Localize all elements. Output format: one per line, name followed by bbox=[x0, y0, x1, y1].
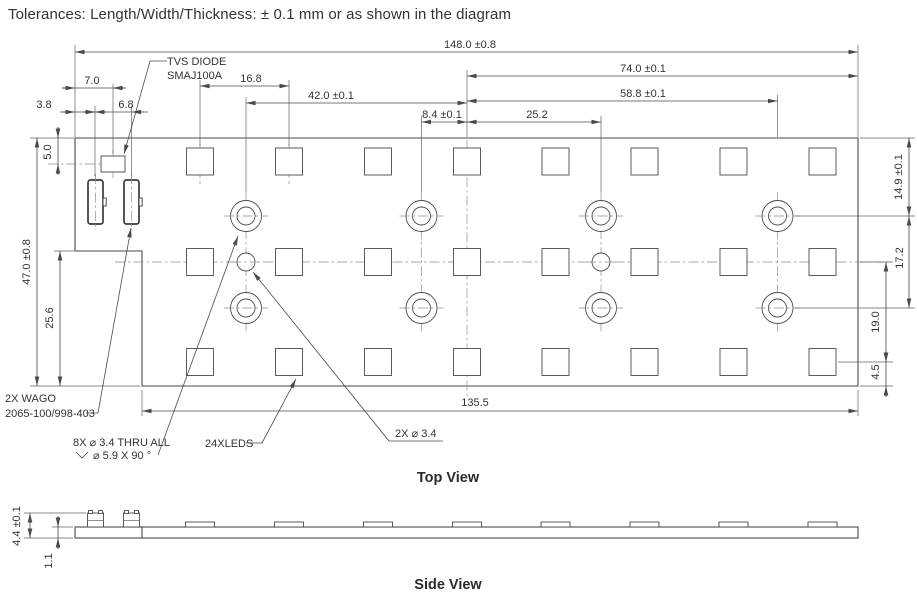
dim-edge-to-tvs: 7.0 bbox=[84, 75, 99, 87]
dim-center-to-hole3: 25.2 bbox=[526, 109, 547, 121]
top-view-drawing: 148.0 ±0.8 74.0 ±0.1 58.8 ±0.1 16.8 42.0… bbox=[5, 39, 915, 486]
wago-side-2 bbox=[123, 510, 140, 528]
dim-top-to-tvs: 5.0 bbox=[42, 144, 54, 159]
dim-bottom-edge: 135.5 bbox=[461, 397, 489, 409]
dim-pcb-thickness: 1.1 bbox=[43, 553, 55, 568]
dim-center-to-led-row: 19.0 bbox=[870, 311, 882, 332]
led-bumps-side bbox=[185, 521, 838, 528]
holes-callout-line2: ⌀ 5.9 X 90 ° bbox=[93, 450, 151, 462]
dim-board-height: 47.0 ±0.8 bbox=[21, 239, 33, 285]
pcb-side-profile bbox=[74, 526, 859, 539]
side-view-dimensions bbox=[24, 512, 86, 549]
tvs-callout-line2: SMAJ100A bbox=[167, 70, 223, 82]
wago-callout-line2: 2065-100/998-403 bbox=[5, 408, 95, 420]
dim-top-to-hole-row: 14.9 ±0.1 bbox=[893, 154, 905, 200]
dim-led-pitch: 16.8 bbox=[240, 73, 261, 85]
tolerance-note: Tolerances: Length/Width/Thickness: ± 0.… bbox=[8, 6, 512, 23]
leds-callout: 24XLEDS bbox=[205, 438, 253, 450]
wago-connector-2 bbox=[123, 173, 144, 231]
dimension-lines bbox=[34, 49, 912, 414]
small-holes-callout: 2X ⌀ 3.4 bbox=[395, 428, 436, 440]
tvs-callout-line1: TVS DIODE bbox=[167, 56, 226, 68]
side-view-caption: Side View bbox=[414, 577, 482, 593]
holes-callout-line1: 8X ⌀ 3.4 THRU ALL bbox=[73, 437, 170, 449]
wago-connector-1 bbox=[87, 173, 108, 231]
dim-edge-to-wago1: 3.8 bbox=[36, 99, 51, 111]
dim-center-to-right: 74.0 ±0.1 bbox=[620, 63, 666, 75]
countersink-symbol-icon bbox=[75, 451, 89, 459]
dim-notch-height: 25.6 bbox=[44, 307, 56, 328]
dim-hole2-to-center: 8.4 ±0.1 bbox=[422, 109, 462, 121]
wago-callout-line1: 2X WAGO bbox=[5, 393, 56, 405]
tvs-diode bbox=[100, 155, 126, 173]
dim-hole-rows: 17.2 bbox=[894, 247, 906, 268]
leader-lines bbox=[86, 60, 443, 456]
dim-center-to-hole4: 58.8 ±0.1 bbox=[620, 88, 666, 100]
dim-led-to-bottom: 4.5 bbox=[870, 364, 882, 379]
top-view-caption: Top View bbox=[417, 470, 480, 486]
dim-overall-thickness: 4.4 ±0.1 bbox=[11, 506, 23, 546]
pcb-outline bbox=[74, 137, 859, 387]
side-view-drawing: 4.4 ±0.1 1.1 Side View bbox=[11, 506, 859, 593]
extension-lines bbox=[30, 45, 915, 416]
wago-side-1 bbox=[87, 510, 104, 528]
dim-board-width: 148.0 ±0.8 bbox=[444, 39, 496, 51]
dim-hole1-to-center: 42.0 ±0.1 bbox=[308, 90, 354, 102]
dim-wago-pitch: 6.8 bbox=[118, 99, 133, 111]
